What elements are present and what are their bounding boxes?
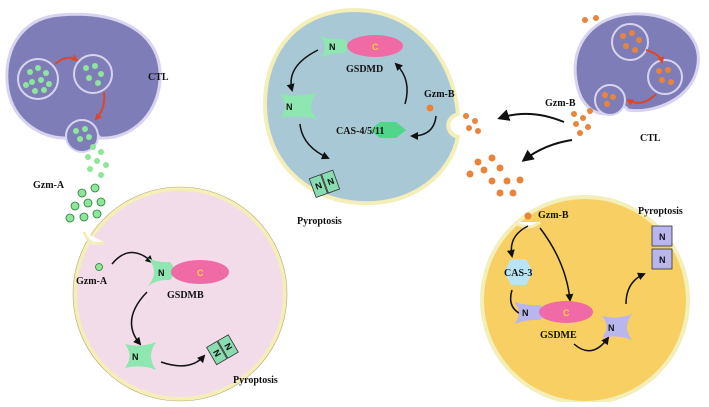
pore-icon: N N bbox=[651, 225, 673, 270]
gsdmd-n-fragment-glyph: N bbox=[286, 102, 293, 112]
pyroptosis-c-label: Pyroptosis bbox=[638, 206, 683, 217]
arrow-gsdmb-cleave bbox=[130, 291, 148, 346]
pore-c-n1: N bbox=[659, 232, 666, 242]
gsdmb-protein: N C bbox=[148, 258, 229, 286]
gsdme-n-fragment: N bbox=[602, 314, 632, 340]
ctl-right-label: CTL bbox=[640, 133, 661, 144]
red-arrow-left-1 bbox=[54, 54, 79, 65]
red-arrow-right-1 bbox=[645, 49, 665, 64]
red-arrow-right-2 bbox=[626, 93, 657, 106]
gsdmd-label: GSDMD bbox=[346, 64, 383, 75]
pore-icon: N N bbox=[206, 334, 239, 366]
gsdmd-c-glyph: C bbox=[372, 42, 379, 52]
arrow-gzmb-to-mid-cell bbox=[497, 109, 565, 123]
arrow-to-pore-c bbox=[625, 272, 646, 305]
gzm-b-mid-label: Gzm-B bbox=[424, 89, 455, 100]
gsdmb-n-glyph: N bbox=[158, 268, 165, 278]
ctl-left-vesicle-2 bbox=[73, 54, 113, 94]
gsdme-protein: N C bbox=[514, 301, 593, 324]
gzm-a-inside-dot bbox=[95, 263, 103, 271]
caspase-hexagon-icon bbox=[370, 122, 406, 138]
gzm-b-cell-label: Gzm-B bbox=[538, 210, 569, 221]
granzyme-b-mid-entry bbox=[463, 113, 481, 134]
ctl-right-granule bbox=[582, 17, 588, 23]
granzyme-a-released bbox=[85, 144, 109, 178]
ctl-left-vesicle-1 bbox=[17, 58, 59, 100]
pore-c-n2: N bbox=[659, 255, 666, 265]
ctl-right-granule bbox=[593, 15, 599, 21]
pore-b-n2: N bbox=[326, 176, 336, 188]
arrow-to-pore-a bbox=[160, 354, 206, 367]
gzm-a-outside-label: Gzm-A bbox=[33, 180, 65, 191]
arrow-gsdmd-cleave bbox=[286, 49, 319, 92]
pore-a-n1: N bbox=[211, 348, 223, 359]
gsdme-n-glyph: N bbox=[522, 308, 529, 318]
gsdmd-n-fragment: N bbox=[280, 92, 318, 120]
arrow-caspase-to-gsdmd bbox=[394, 62, 408, 105]
gsdme-c-glyph: C bbox=[563, 308, 570, 318]
arrow-gzmb-to-cas3 bbox=[506, 225, 529, 258]
cas3-label: CAS-3 bbox=[504, 268, 532, 279]
arrow-gzmb-to-caspase bbox=[410, 115, 437, 140]
cas3-hexagon-icon bbox=[504, 259, 533, 285]
pore-b-n1: N bbox=[314, 180, 324, 192]
target-cell-gsdmd bbox=[262, 7, 461, 206]
gsdmd-n-glyph: N bbox=[329, 42, 336, 52]
pore-a-n2: N bbox=[222, 341, 234, 352]
pyroptosis-a-label: Pyroptosis bbox=[233, 375, 278, 386]
gsdme-label: GSDME bbox=[540, 330, 577, 341]
granzyme-b-cloud bbox=[466, 154, 524, 197]
gzm-b-cell-dot bbox=[524, 212, 532, 220]
gsdmb-n-fragment-glyph: N bbox=[132, 352, 139, 362]
ctl-right-vesicle-3 bbox=[594, 84, 626, 116]
gsdmd-protein: N C bbox=[320, 35, 403, 58]
arrow-gzmb-to-right-cell bbox=[521, 139, 573, 162]
gsdmb-n-fragment: N bbox=[125, 342, 156, 370]
granzyme-a-cloud bbox=[65, 183, 106, 223]
arrow-to-pore-b bbox=[299, 123, 330, 160]
arrow-gsdme-cleave bbox=[573, 336, 610, 352]
gzm-a-inside-label: Gzm-A bbox=[76, 276, 108, 287]
ctl-left-label: CTL bbox=[148, 72, 169, 83]
pore-icon: N N bbox=[308, 169, 341, 199]
gsdmb-c-glyph: C bbox=[197, 268, 204, 278]
gzm-b-mid-dot bbox=[426, 104, 434, 112]
ctl-right-vesicle-1 bbox=[611, 23, 649, 61]
gzm-b-right-label: Gzm-B bbox=[545, 98, 576, 109]
pyroptosis-b-label: Pyroptosis bbox=[297, 216, 342, 227]
granzyme-b-released bbox=[571, 108, 593, 136]
gsdme-n-fragment-glyph: N bbox=[608, 323, 615, 333]
arrow-gzma-to-gsdmb bbox=[111, 251, 154, 265]
gsdmb-label: GSDMB bbox=[167, 290, 204, 301]
red-arrow-left-2 bbox=[94, 91, 106, 121]
ctl-right-vesicle-2 bbox=[647, 59, 683, 95]
ctl-left-vesicle-3 bbox=[65, 119, 99, 153]
arrow-gzmb-to-gsdme bbox=[539, 227, 574, 302]
cas-4-5-11-label: CAS-4/5/11 bbox=[336, 126, 384, 137]
